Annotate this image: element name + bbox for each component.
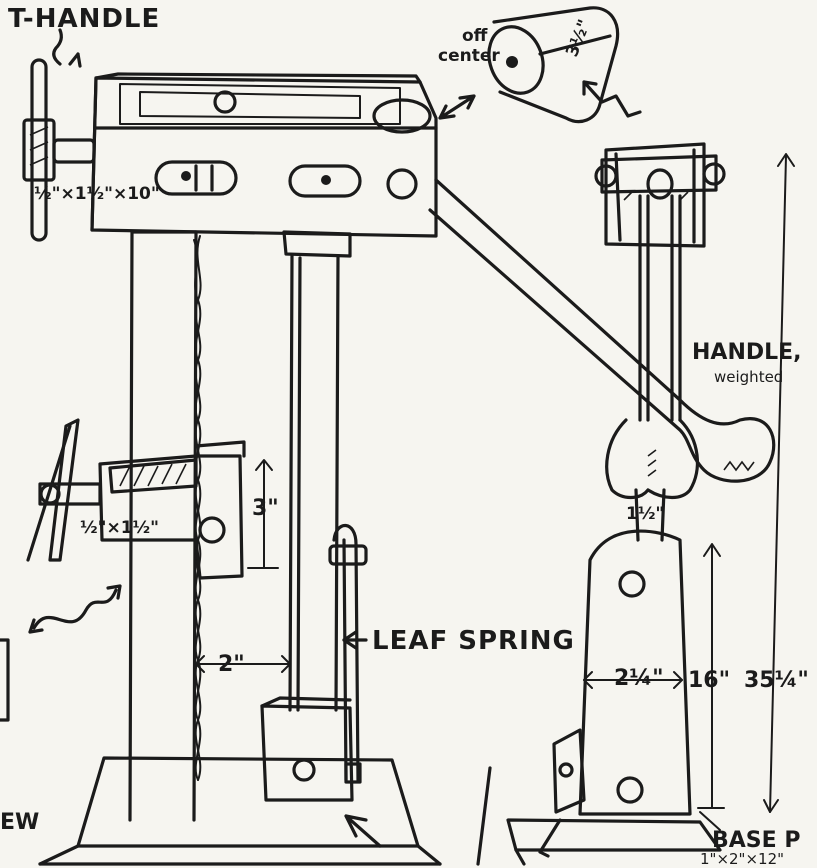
spring-post [260, 230, 368, 802]
leaf-spring-label: LEAF SPRING [372, 626, 575, 656]
base-plate-dimensions: 1"×2"×12" [700, 850, 785, 868]
handle-label: HANDLE, [692, 340, 802, 365]
dimension-35-quarter-inch: 35¼" [744, 668, 809, 693]
dimension-16-inch: 16" [688, 668, 731, 693]
cam [438, 6, 642, 124]
off-center-label-line1: off [462, 26, 488, 46]
left-column [128, 230, 202, 822]
dimension-3-inch: 3" [252, 496, 279, 521]
top-bar-dimension: ½"×1½"×10" [34, 184, 160, 204]
clamp-bar-dimension: ½"×1½" [80, 518, 159, 538]
dimension-1-half-inch: 1½" [626, 504, 665, 524]
clamp-t-bar [48, 418, 80, 562]
t-handle-pointer [52, 28, 63, 66]
head-block [90, 72, 438, 238]
dimension-2-inch: 2" [218, 652, 245, 677]
clamp [26, 418, 246, 580]
t-handle-label: T-HANDLE [8, 4, 161, 34]
t-handle-drawing [22, 28, 96, 242]
left-dimensions [0, 459, 368, 722]
base [38, 756, 442, 866]
weighted-handle [428, 178, 776, 483]
off-center-label-line2: center [438, 46, 500, 66]
base-plate-label: BASE P [712, 828, 801, 853]
side-view [476, 142, 795, 866]
view-label-fragment: EW [0, 810, 40, 835]
weighted-label: weighted [714, 368, 784, 386]
dimension-2-quarter-inch: 2¼" [614, 666, 664, 691]
